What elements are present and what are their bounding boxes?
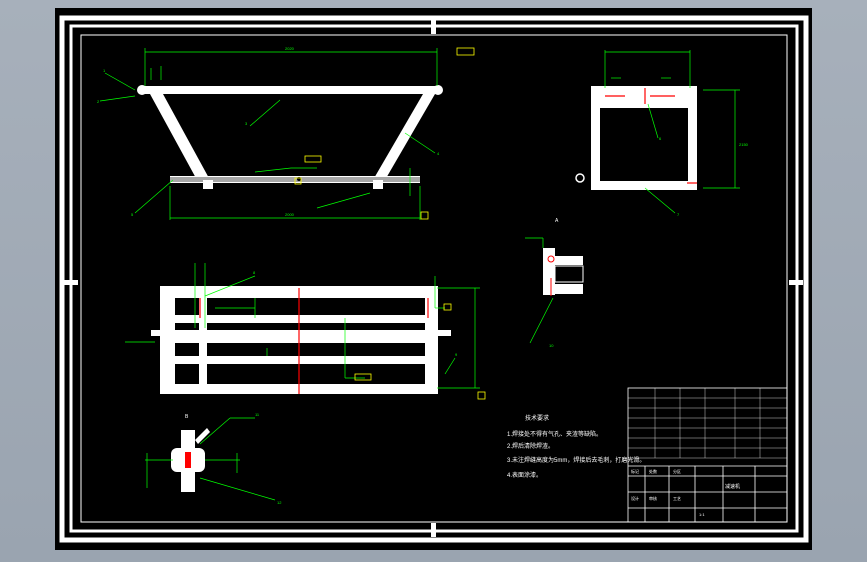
tb-label-3: 分区 [673,468,681,474]
title-block-text: 标记 处数 分区 设计 审核 工艺 减速机 1:1 [631,468,740,517]
callout-4: 4 [437,151,440,156]
callout-5: 5 [131,212,134,217]
front-view-boxes [294,47,475,220]
detail-b-leaders [145,417,276,501]
note-1: 1.焊接处不得有气孔、夹渣等缺陷。 [507,430,602,438]
tb-label-1: 标记 [631,468,639,474]
notes-title: 技术要求 [525,414,549,422]
side-view-dimensions [604,50,740,214]
plan-view-boxes [354,303,486,400]
border-ticks [64,20,803,537]
drawing-name: 减速机 [725,483,740,490]
cad-viewport[interactable]: 2020 2000 1 2 3 4 5 2150 6 7 [55,8,812,550]
drawing-canvas: 2020 2000 1 2 3 4 5 2150 6 7 [59,15,809,543]
tb-label-6: 工艺 [673,496,681,501]
detail-a-leaders [525,237,554,344]
dim-right: 2150 [739,142,749,147]
detail-a-label: A [555,218,559,224]
callout-8: 8 [253,270,256,275]
side-view [575,86,697,190]
detail-a-text: A [555,218,559,224]
tb-label-5: 审核 [649,495,657,501]
note-2: 2.焊后清除焊渣。 [507,442,554,450]
callout-7: 7 [677,212,680,217]
plan-view [151,286,451,394]
front-view-dim-text: 2020 2000 1 2 3 4 5 [97,46,440,217]
detail-a [543,248,584,296]
callout-11: 11 [255,412,260,417]
dim-bottom: 2000 [285,212,295,217]
tb-label-2: 处数 [649,468,657,474]
callout-10: 10 [549,343,554,348]
tb-label-4: 设计 [631,495,639,501]
dim-top: 2020 [285,46,295,51]
side-view-centerlines [605,88,697,184]
callout-6: 6 [659,136,662,141]
callout-9: 9 [455,352,458,357]
callout-2: 2 [97,99,100,104]
plan-view-dim-text: 8 9 [253,270,458,357]
callout-3: 3 [245,121,248,126]
detail-b-text: B [185,414,189,420]
callout-12: 12 [277,500,282,505]
detail-b-label: B [185,414,189,420]
title-block [627,387,788,523]
plan-view-centerlines [199,288,429,394]
note-4: 4.表面涂漆。 [507,471,542,479]
side-view-dim-text: 2150 6 7 [659,136,749,217]
note-3: 3.未注焊缝高度为5mm，焊接后去毛刺，打磨光滑。 [507,456,645,464]
plan-view-dimensions [125,263,480,389]
drawing-scale: 1:1 [699,512,705,517]
front-view [137,85,443,189]
detail-b [171,428,210,492]
technical-notes: 技术要求 1.焊接处不得有气孔、夹渣等缺陷。 2.焊后清除焊渣。 3.未注焊缝高… [507,414,645,479]
front-view-dimensions [99,48,438,220]
callout-1: 1 [103,68,106,73]
